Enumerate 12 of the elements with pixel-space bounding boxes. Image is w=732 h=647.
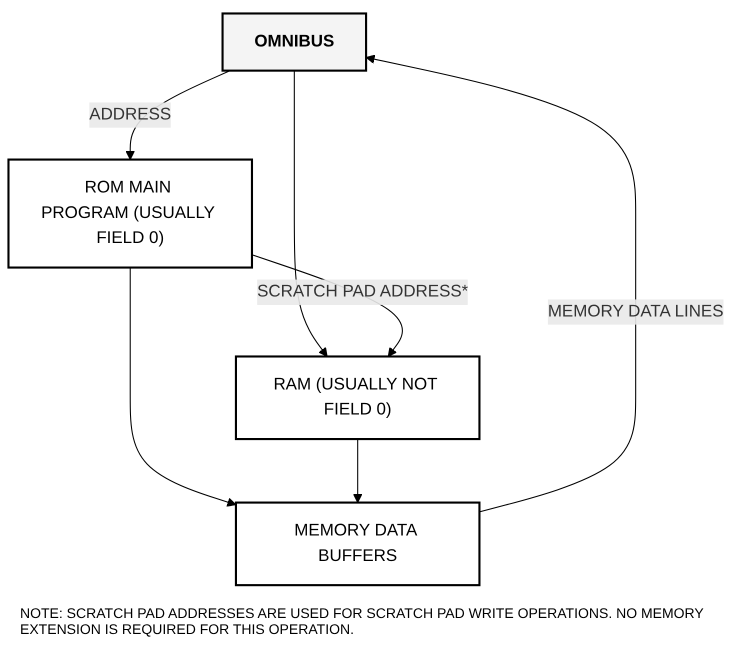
arrow — [353, 439, 362, 504]
node-box: RAM (USUALLY NOT FIELD 0) — [234, 356, 480, 440]
edge-label: ADDRESS — [89, 106, 172, 124]
arrow — [294, 70, 328, 358]
arrow — [130, 268, 236, 507]
note-text: NOTE: SCRATCH PAD ADDRESSES ARE USED FOR SCRATCH PAD WRITE OPERATIONS. NO MEMORY EXTENSION IS REQUIRED FOR THIS OPERATION. — [19, 604, 704, 639]
node-box: ROM MAIN PROGRAM (USUALLY FIELD 0) — [7, 158, 254, 269]
arrow — [366, 54, 636, 513]
edge-label: SCRATCH PAD ADDRESS* — [257, 282, 468, 301]
node-box: MEMORY DATA BUFFERS — [234, 502, 480, 586]
edge-label: MEMORY DATA LINES — [548, 302, 724, 321]
node-box: OMNIBUS — [222, 12, 368, 72]
